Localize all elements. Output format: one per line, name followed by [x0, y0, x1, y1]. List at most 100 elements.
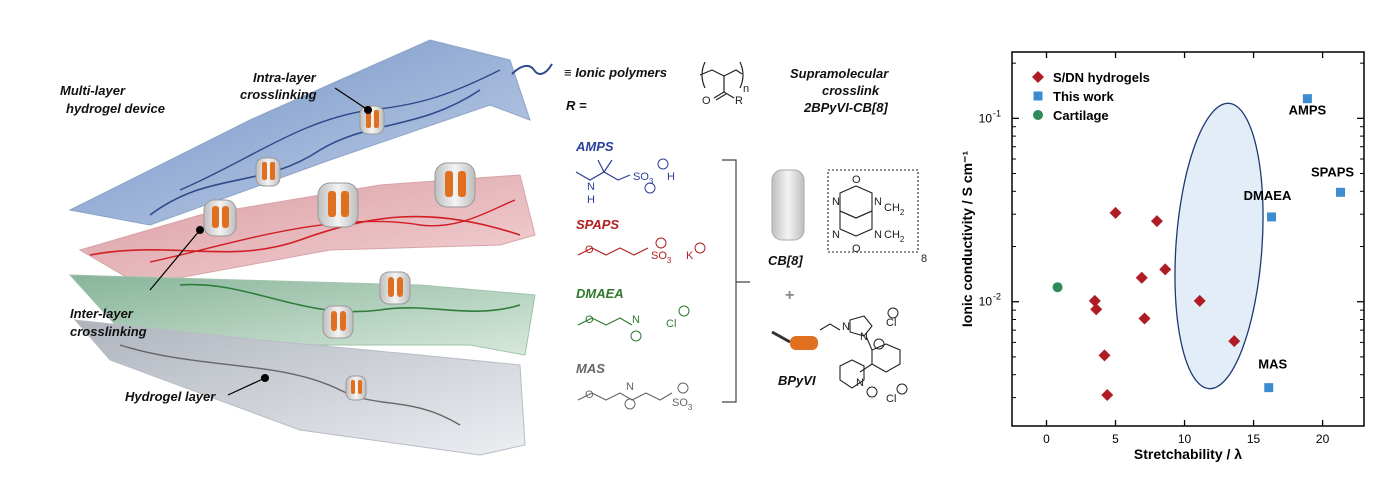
bpyvi-cl-1: Cl — [886, 317, 896, 329]
s-dn-hydrogels-point — [1135, 271, 1148, 284]
r-group-label: R — [735, 95, 743, 107]
cb8-n2: N — [874, 196, 882, 208]
monomer-bracket — [722, 159, 750, 403]
bpyvi-n3: N — [856, 377, 864, 389]
annotation-label: MAS — [1258, 357, 1287, 372]
cb8-repeat-8: 8 — [921, 253, 927, 265]
amps-nh: N — [587, 181, 595, 193]
mas-so3: SO3 — [672, 397, 693, 412]
amps-h-proton: H — [667, 171, 675, 183]
intra-layer-dot — [364, 106, 372, 114]
mas-plus-charge — [624, 398, 636, 410]
this-work-legend-marker — [1033, 91, 1043, 101]
amps-h: H — [587, 194, 595, 206]
ionic-polymers-label: ≡ Ionic polymers — [564, 65, 667, 80]
s-dn-hydrogels-point — [1159, 263, 1172, 276]
bpyvi-structure — [819, 315, 901, 389]
bpyvi-label: BPyVI — [778, 373, 816, 388]
green-polymer-chain — [179, 283, 521, 313]
s-dn-hydrogels-point — [1109, 206, 1122, 219]
cb8-o-bottom: O — [852, 243, 861, 255]
crosslink-capsule — [359, 105, 385, 135]
bpyvi-minus-1 — [887, 307, 899, 319]
s-dn-hydrogels-point — [1101, 388, 1114, 401]
y-axis-label: Ionic conductivity / S cm⁻¹ — [959, 151, 975, 328]
monomer-amps-label: AMPS — [575, 139, 614, 154]
s-dn-hydrogels-point — [1088, 294, 1101, 307]
data-points — [1052, 94, 1346, 401]
grey-polymer-chain — [119, 344, 461, 426]
inter-layer-pointer — [149, 229, 201, 291]
crosslink-capsule — [345, 375, 367, 401]
y-tick-exponent: -2 — [993, 292, 1001, 302]
s-dn-hydrogels-point — [1228, 335, 1241, 348]
cb8-ch2-bottom: CH2 — [884, 229, 905, 244]
dmaea-structure — [577, 317, 633, 326]
mas-o: O — [585, 389, 594, 401]
cb8-ch2-top: CH2 — [884, 202, 905, 217]
crosslink-capsule — [434, 162, 476, 208]
blue-polymer-chain — [149, 89, 481, 216]
cb8-cylinder — [771, 169, 805, 241]
polymer-backbone-structure — [699, 61, 744, 101]
cb8-n3: N — [832, 229, 840, 241]
dmaea-n: N — [632, 314, 640, 326]
inter-layer-label-line-1: Inter-layer — [70, 306, 134, 321]
amps-so3: SO3 — [633, 171, 654, 186]
cb8-n1: N — [832, 196, 840, 208]
spaps-so3: SO3 — [651, 250, 672, 265]
dmaea-plus-charge — [630, 330, 642, 342]
supramolecular-label-line-2: crosslink — [822, 83, 880, 98]
crosslink-capsule — [255, 157, 281, 187]
x-tick-label: 0 — [1043, 432, 1050, 446]
y-tick-label: 10 — [979, 295, 993, 309]
red-layer — [78, 174, 536, 286]
bpyvi-plus-2 — [866, 386, 878, 398]
hydrogel-layer-dot — [261, 374, 269, 382]
y-tick-label: 10 — [979, 111, 993, 125]
spaps-k: K — [686, 250, 694, 262]
dmaea-cl: Cl — [666, 318, 676, 330]
r-equals-label: R = — [566, 98, 587, 113]
this-work-highlight — [1174, 102, 1264, 390]
inter-layer-dot — [196, 226, 204, 234]
bpyvi-plus-1 — [873, 338, 885, 350]
s-dn-hydrogels-legend-marker — [1032, 71, 1044, 83]
annotation-label: SPAPS — [1311, 164, 1354, 179]
intra-layer-label-line-1: Intra-layer — [253, 70, 317, 85]
x-tick-label: 10 — [1178, 432, 1192, 446]
hydrogel-layer-label: Hydrogel layer — [125, 389, 216, 404]
x-tick-label: 15 — [1247, 432, 1261, 446]
crosslink-capsule — [203, 199, 237, 237]
x-tick-label: 20 — [1316, 432, 1330, 446]
supramolecular-label-line-3: 2BPyVI-CB[8] — [803, 100, 888, 115]
scheme-illustration: Multi-layer hydrogel device Intra-layer … — [60, 39, 927, 456]
supramolecular-label-line-1: Supramolecular — [790, 66, 889, 81]
amps-plus-charge — [657, 158, 669, 170]
legend-label: S/DN hydrogels — [1053, 70, 1150, 85]
this-work-point — [1264, 383, 1274, 393]
dmaea-o: O — [585, 314, 594, 326]
bpyvi-minus-2 — [896, 383, 908, 395]
mas-structure — [577, 392, 673, 401]
spaps-structure — [577, 247, 649, 256]
dmaea-minus-charge — [678, 305, 690, 317]
x-axis-label: Stretchability / λ — [1134, 446, 1242, 462]
this-work-point — [1302, 94, 1312, 104]
amps-minus-charge — [644, 182, 656, 194]
s-dn-hydrogels-point — [1090, 303, 1103, 316]
spaps-plus-charge — [694, 242, 706, 254]
inter-layer-label-line-2: crosslinking — [70, 324, 147, 339]
s-dn-hydrogels-point — [1098, 349, 1111, 362]
s-dn-hydrogels-point — [1193, 294, 1206, 307]
multi-layer-label-line-2: hydrogel device — [66, 101, 165, 116]
intra-layer-pointer — [334, 87, 369, 111]
bpyvi-n1: N — [842, 321, 850, 333]
crosslink-capsule — [317, 182, 359, 228]
multi-layer-label-line-1: Multi-layer — [60, 83, 126, 98]
ionic-polymer-glyph — [511, 63, 553, 75]
